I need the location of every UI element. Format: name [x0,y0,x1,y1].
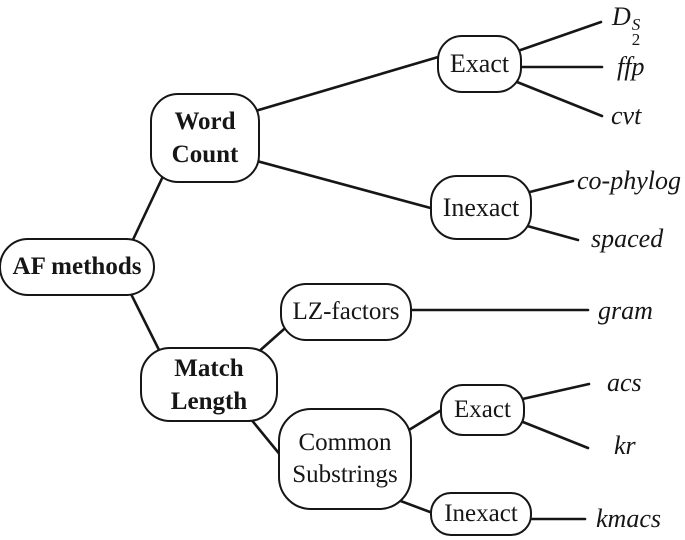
leaf-acs: acs [607,368,642,397]
d2s-subscript: 2 [631,30,641,49]
node-word-count: Word Count [150,93,260,183]
node-af-methods: AF methods [0,238,155,296]
edge-afmethods-wordcount [128,170,167,248]
node-exact-common-substrings: Exact [440,384,525,436]
node-match-length-label: Match Length [170,354,248,415]
edge-afmethods-matchlength [126,286,164,358]
node-lz-factors: LZ-factors [280,283,412,341]
node-match-length: Match Length [140,347,278,422]
node-inexact-common-substrings-label: Inexact [444,500,518,527]
node-inexact-word-count: Inexact [430,175,532,240]
node-exact-word-count-label: Exact [449,49,510,78]
leaf-kr: kr [614,431,636,460]
d2s-superscript: S [631,15,641,34]
edge-inexact-cophylog [520,179,575,196]
d2s-base: D [612,2,631,31]
edge-wordcount-exact [250,53,447,114]
node-af-methods-label: AF methods [12,253,142,280]
edge-inexact-spaced [518,222,580,242]
edge-exact-acs [516,382,591,402]
node-exact-common-substrings-label: Exact [454,396,511,423]
leaf-co-phylog: co-phylog [577,166,681,195]
leaf-ffp: ffp [617,52,645,81]
node-lz-factors-label: LZ-factors [292,298,400,325]
node-common-substrings-label: Common Substrings [292,429,398,488]
edge-exact-cvt [510,78,604,118]
leaf-gram: gram [598,296,653,325]
node-common-substrings: Common Substrings [278,408,412,510]
leaf-spaced: spaced [591,224,664,253]
edge-wordcount-inexact [251,158,440,212]
node-exact-word-count: Exact [437,35,522,93]
edge-exact-d2s [510,20,603,55]
node-word-count-label: Word Count [171,108,239,168]
leaf-kmacs: kmacs [596,504,661,533]
node-inexact-word-count-label: Inexact [442,192,520,222]
node-inexact-common-substrings: Inexact [430,492,532,536]
leaf-cvt: cvt [611,101,642,130]
edge-exact-kr [516,418,590,450]
